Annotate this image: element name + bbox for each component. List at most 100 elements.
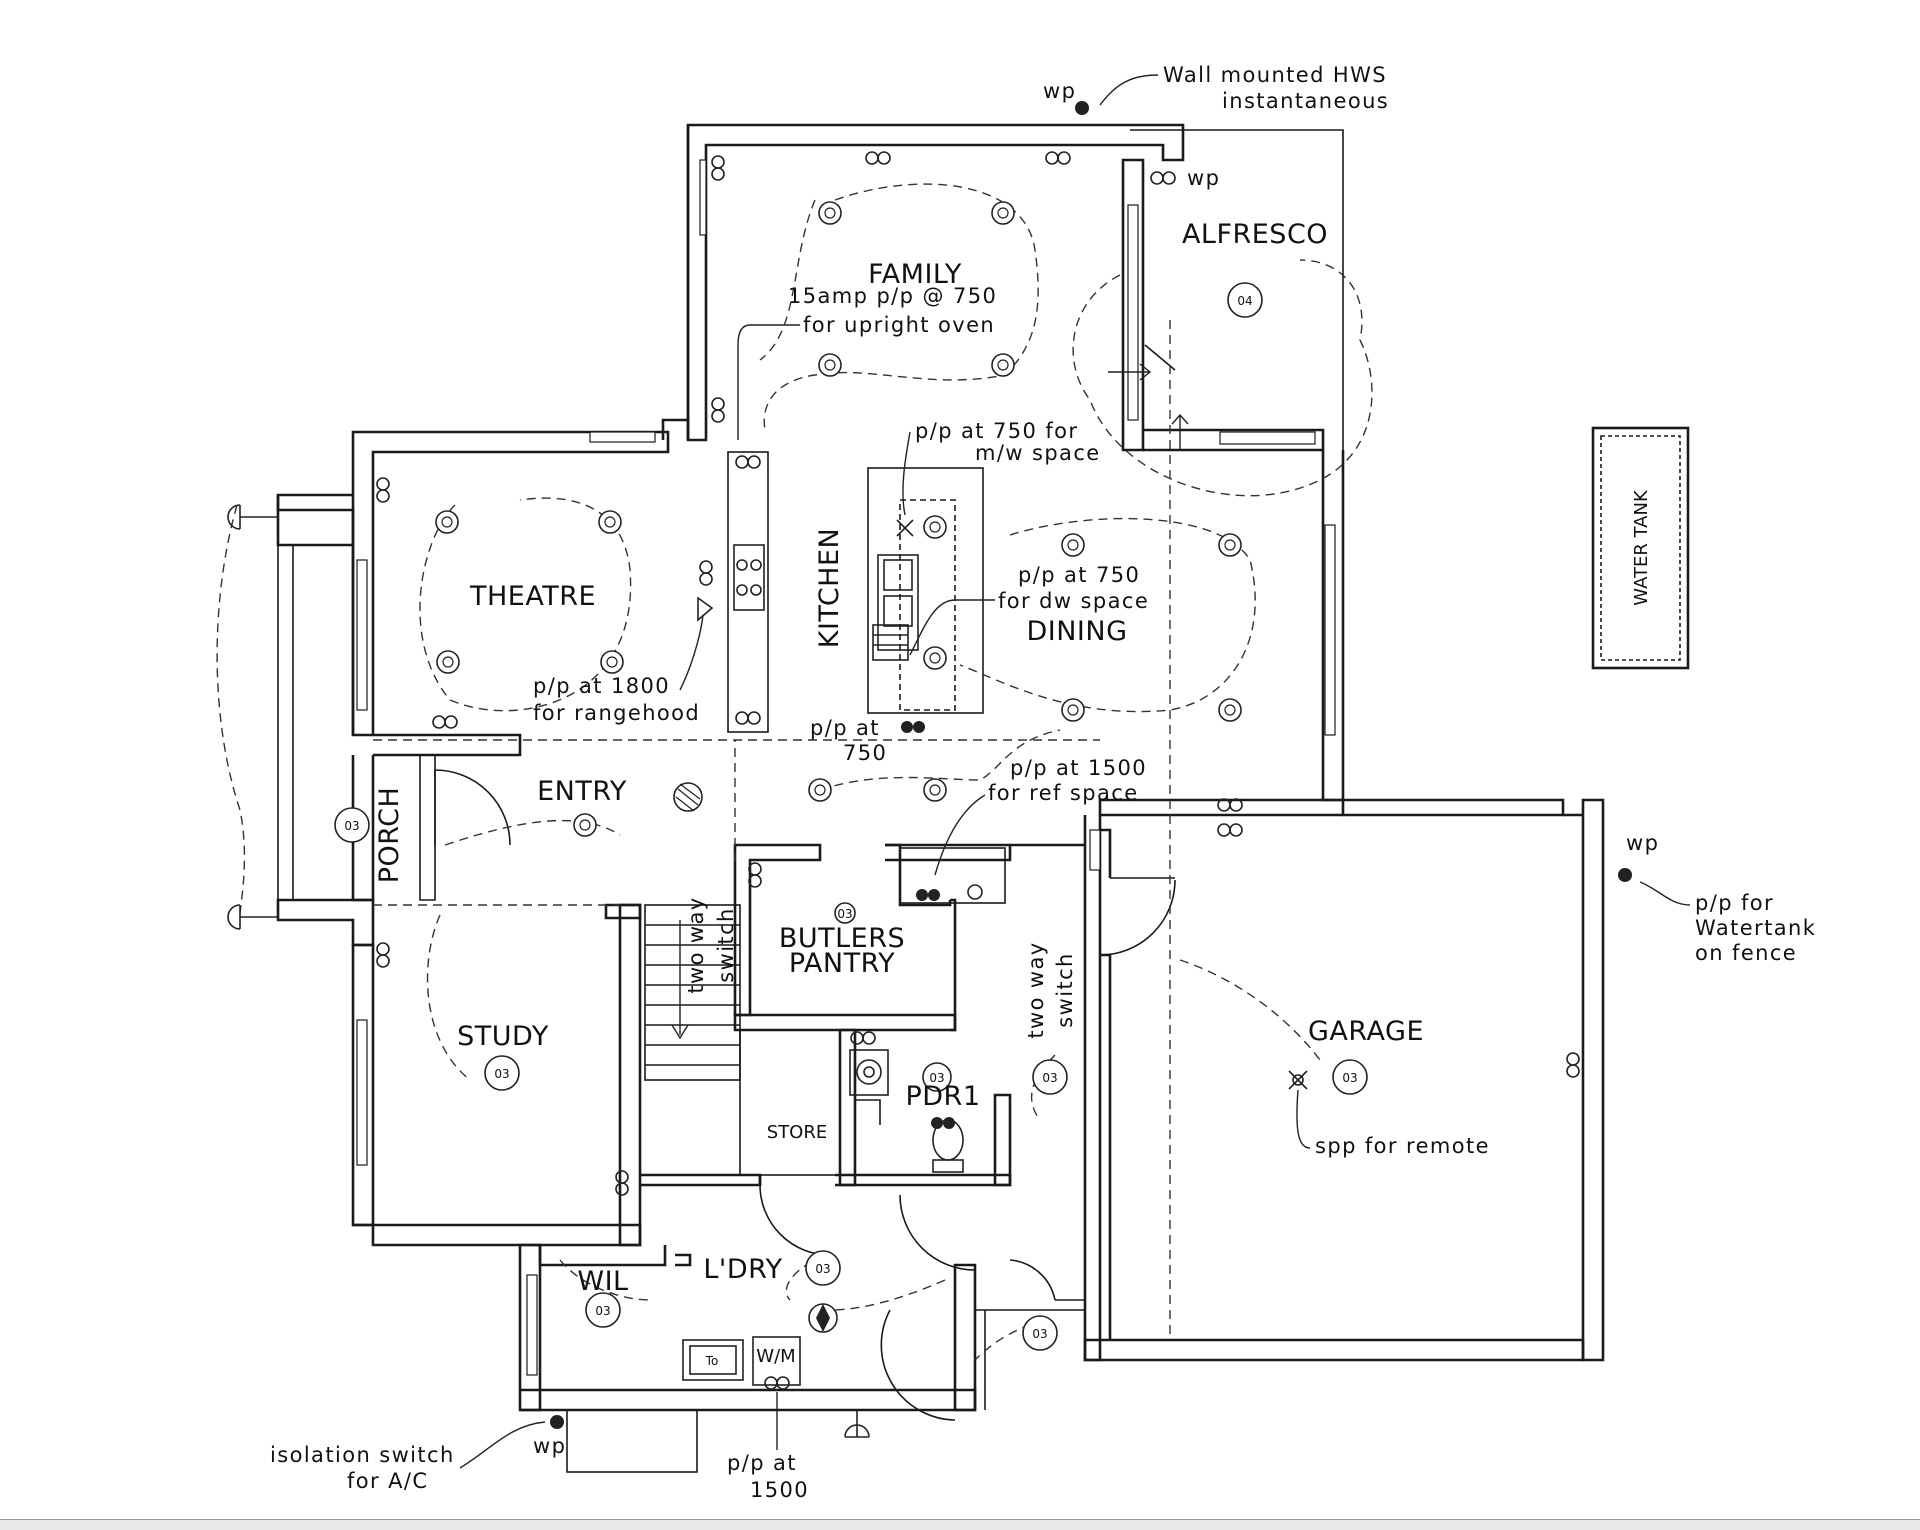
- tag-laundry: 03: [815, 1262, 830, 1276]
- tag-butlers: 03: [837, 907, 852, 921]
- viewer-bottom-bar: [0, 1519, 1920, 1530]
- light-theatre-3: [436, 650, 460, 674]
- room-butlers-line1: BUTLERS: [779, 923, 905, 954]
- room-dining: DINING: [1026, 616, 1127, 647]
- windows: [356, 159, 1336, 1376]
- note-dw-line2: for dw space: [998, 589, 1149, 613]
- tag-rear: 03: [1032, 1327, 1047, 1341]
- light-kitchen-2: [923, 646, 947, 670]
- room-wil: WIL: [577, 1266, 628, 1297]
- tag-alfresco: 04: [1237, 294, 1252, 308]
- note-watertank-line3: on fence: [1695, 941, 1797, 965]
- gpo-microwave: [896, 519, 914, 537]
- door-swings: [434, 344, 1189, 1421]
- trough-label: To: [705, 1354, 719, 1368]
- gpo-island: [901, 721, 925, 733]
- note-twoway-hall-2: switch: [1053, 952, 1077, 1027]
- note-island-line1: p/p at: [810, 716, 880, 740]
- tag-study: 03: [494, 1067, 509, 1081]
- light-dining-3: [1061, 698, 1085, 722]
- gpo-remote: [1288, 1070, 1308, 1090]
- gpo-butlers-bench: [916, 889, 940, 901]
- note-laundry-line1: p/p at: [727, 1451, 797, 1475]
- gpo-butlers: [748, 862, 762, 888]
- note-isolation-line1: isolation switch: [270, 1443, 455, 1467]
- light-family-1: [818, 201, 842, 225]
- wiring: [216, 183, 1373, 1361]
- annotations: Wall mounted HWS instantaneous wp wp 15a…: [270, 63, 1816, 1502]
- gpo-family-top: [865, 151, 891, 165]
- note-wp-hws: wp: [1043, 79, 1076, 103]
- note-twoway-stairs-1: two way: [684, 896, 708, 993]
- gpo-watertank: [1618, 868, 1632, 882]
- note-mw-line1: p/p at 750 for: [915, 419, 1078, 443]
- note-twoway-stairs-2: switch: [714, 907, 738, 982]
- room-family: FAMILY: [868, 259, 962, 290]
- note-hws-line2: instantaneous: [1222, 89, 1389, 113]
- note-isolation-line2: for A/C: [347, 1469, 428, 1493]
- kitchen-fixtures: [566, 426, 1690, 1473]
- stairs: [644, 904, 841, 1176]
- light-theatre-2: [598, 510, 622, 534]
- light-entry-1: [573, 813, 597, 837]
- note-watertank-line1: p/p for: [1695, 891, 1774, 915]
- gpo-theatre-bottom: [432, 715, 458, 729]
- gpo-theatre-top: [376, 477, 390, 503]
- gpo-family-top-2: [1045, 151, 1071, 165]
- fan-laundry: [808, 1303, 838, 1333]
- external-light-bottom: [844, 1410, 870, 1438]
- gpo-family-left-2: [711, 397, 725, 423]
- light-theatre-4: [600, 650, 624, 674]
- gpo-study-right: [615, 1170, 629, 1196]
- note-wp-alfresco: wp: [1187, 166, 1220, 190]
- gpo-pdr-2: [931, 1117, 955, 1129]
- room-butlers-line2: PANTRY: [789, 948, 895, 979]
- gpo-kitchen-bench-2: [735, 711, 761, 725]
- room-porch: PORCH: [374, 787, 405, 884]
- room-labels: FAMILY ALFRESCO THEATRE KITCHEN DINING E…: [374, 219, 1652, 1368]
- light-hall-1: [808, 778, 832, 802]
- tag-garage: 03: [1342, 1071, 1357, 1085]
- note-wp-watertank: wp: [1626, 831, 1659, 855]
- note-mw-line2: m/w space: [975, 441, 1101, 465]
- light-theatre-1: [435, 510, 459, 534]
- fan-entry: [673, 782, 703, 812]
- gpo-kitchen-bench: [735, 455, 761, 469]
- tag-pdr: 03: [929, 1071, 944, 1085]
- gpo-study-top: [376, 942, 390, 968]
- note-twoway-hall-1: two way: [1024, 941, 1048, 1038]
- gpo-alfresco: [1150, 171, 1176, 185]
- gpo-hws: [1075, 101, 1089, 115]
- room-laundry: L'DRY: [703, 1254, 782, 1285]
- room-garage: GARAGE: [1308, 1016, 1424, 1047]
- gpo-dining-2: [1217, 823, 1243, 837]
- light-hall-2: [923, 778, 947, 802]
- light-dining-4: [1218, 698, 1242, 722]
- note-oven-line2: for upright oven: [803, 313, 995, 337]
- ceiling-lights: [435, 201, 1242, 1333]
- gpo-dining: [1217, 798, 1243, 812]
- note-watertank-line2: Watertank: [1695, 916, 1816, 940]
- water-tank-label: WATER TANK: [1631, 489, 1652, 606]
- tag-hall: 03: [1042, 1071, 1057, 1085]
- switch-tags: 04 03 03 03 03 03 03 03 03 03: [334, 282, 1368, 1351]
- tag-porch: 03: [344, 819, 359, 833]
- note-remote: spp for remote: [1315, 1134, 1490, 1158]
- note-oven-line1: 15amp p/p @ 750: [788, 284, 997, 308]
- note-wp-isolation: wp: [533, 1434, 566, 1458]
- note-rangehood-line1: p/p at 1800: [533, 674, 670, 698]
- room-entry: ENTRY: [537, 776, 627, 807]
- note-laundry-line2: 1500: [750, 1478, 809, 1502]
- note-dw-line1: p/p at 750: [1018, 563, 1140, 587]
- light-family-3: [818, 353, 842, 377]
- note-ref-line2: for ref space: [988, 781, 1139, 805]
- room-theatre: THEATRE: [469, 581, 596, 612]
- room-pdr: PDR1: [905, 1081, 980, 1112]
- gpo-kitchen-wall: [699, 560, 713, 586]
- note-island-line2: 750: [843, 741, 887, 765]
- external-light-left-top: [227, 504, 278, 530]
- washing-machine-label: W/M: [756, 1346, 795, 1367]
- light-family-2: [991, 201, 1015, 225]
- room-kitchen: KITCHEN: [814, 528, 845, 649]
